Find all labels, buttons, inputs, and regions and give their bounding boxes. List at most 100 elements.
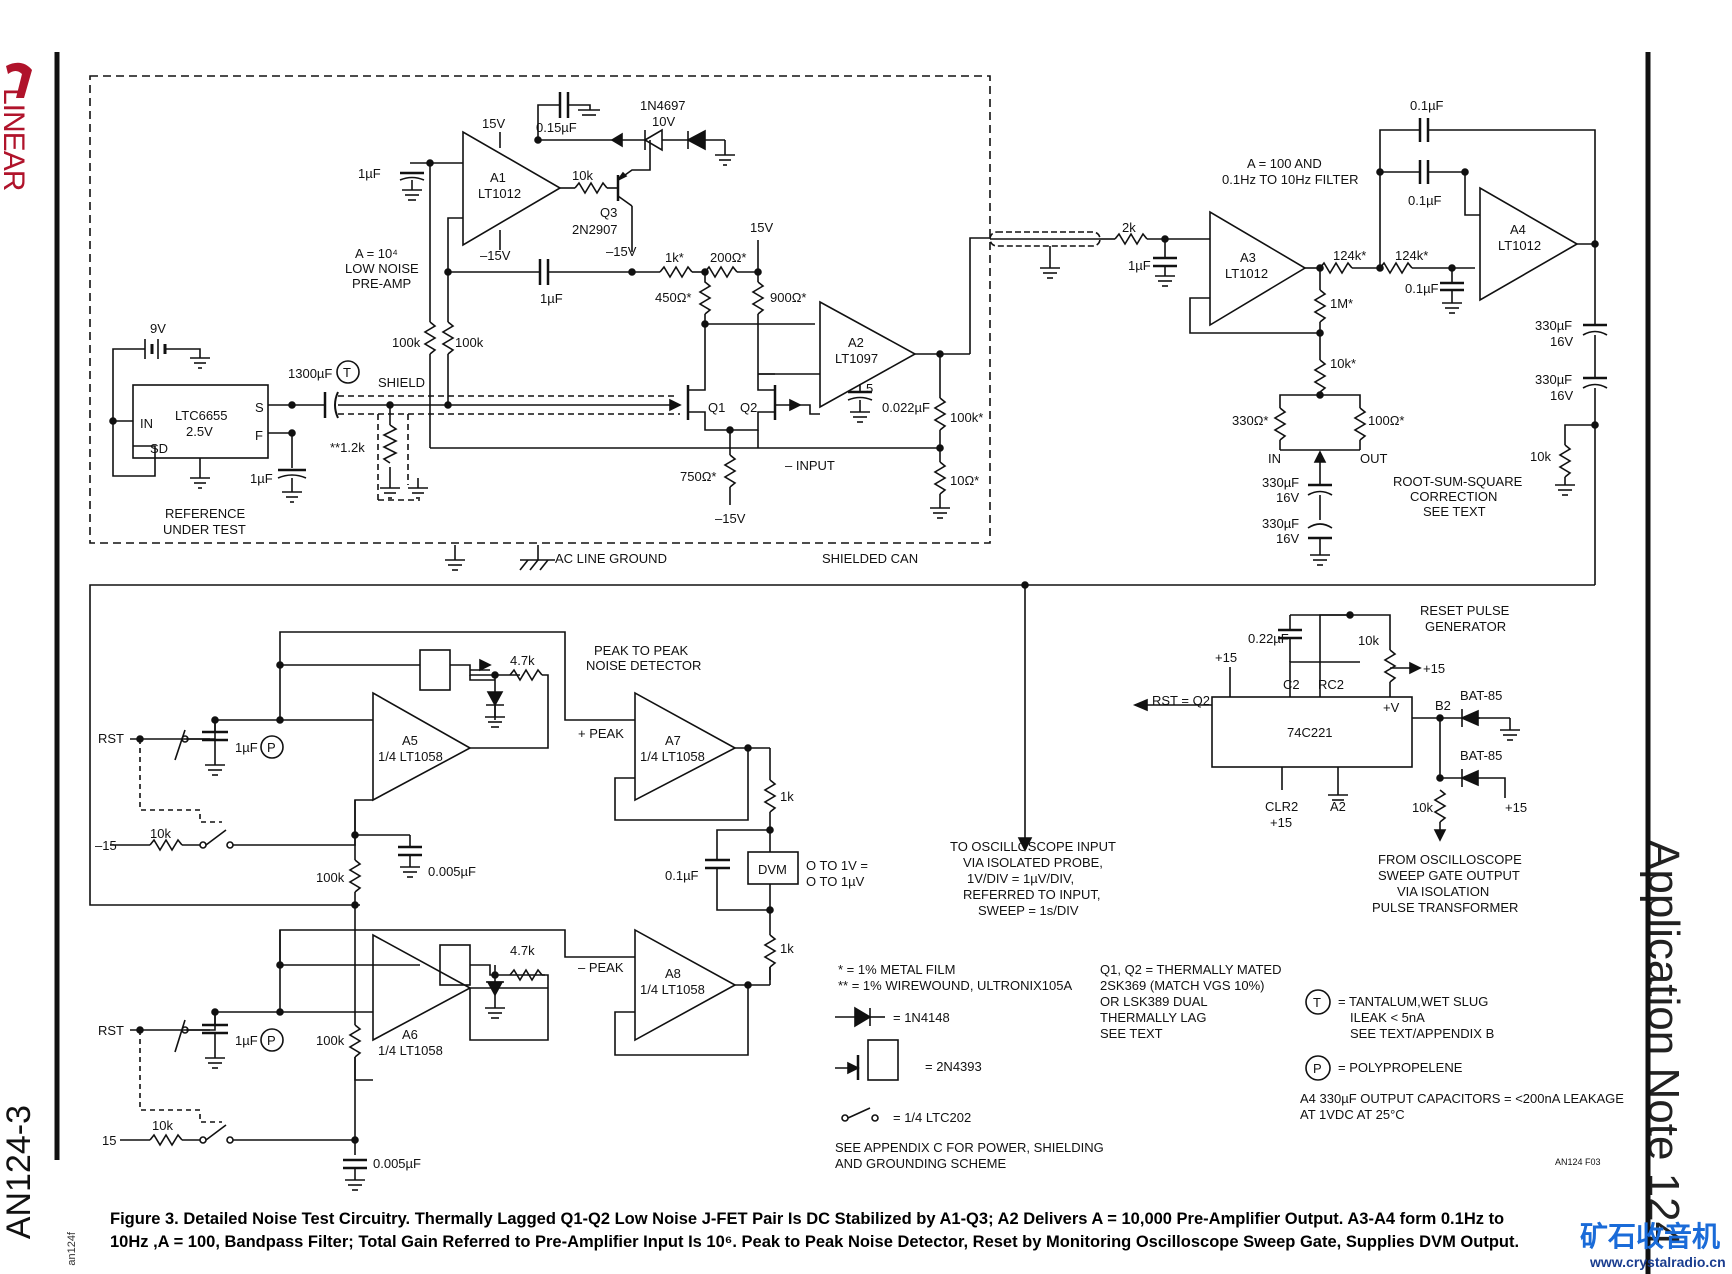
schematic-path <box>382 424 398 464</box>
schematic-polyline <box>354 1057 373 1081</box>
r100k-c: 100k <box>316 870 345 885</box>
schematic-polyline <box>279 665 373 721</box>
filt-l2: 0.1Hz TO 10Hz FILTER <box>1222 172 1359 187</box>
schematic-circle <box>871 1114 879 1122</box>
schematic-polyline <box>568 104 591 110</box>
pin-c2: C2 <box>1283 677 1300 692</box>
schematic-polyline <box>1189 297 1320 334</box>
osc4: REFERRED TO INPUT, <box>963 887 1100 902</box>
r100o: 100Ω* <box>1368 413 1404 428</box>
c330a: 330µF <box>1535 318 1572 333</box>
schematic-polyline <box>969 237 990 354</box>
dvm-block <box>747 851 799 885</box>
a1-part: LT1012 <box>478 186 521 201</box>
c1u-b: 1µF <box>540 291 563 306</box>
a4n2: AT 1VDC AT 25°C <box>1300 1107 1405 1122</box>
schematic-polyline <box>469 974 549 1041</box>
schematic-polyline <box>139 1030 222 1123</box>
schematic-path <box>399 176 425 181</box>
r450: 450Ω* <box>655 290 691 305</box>
schematic-line <box>519 559 529 571</box>
c1u-d: 1µF <box>1128 258 1151 273</box>
schematic-path <box>574 181 608 195</box>
schematic-path <box>698 272 712 315</box>
schematic-polygon <box>486 691 504 707</box>
a8-part: 1/4 LT1058 <box>640 982 705 997</box>
r124b: 124k* <box>1395 248 1428 263</box>
schematic-circle <box>199 841 207 849</box>
schematic-circle <box>109 417 117 425</box>
p15c: +15 <box>1505 800 1527 815</box>
n4: = 2N4393 <box>925 1059 982 1074</box>
schematic-polygon <box>1460 769 1479 787</box>
a2-name: A2 <box>848 335 864 350</box>
schematic-path <box>704 265 738 279</box>
schematic-polygon <box>854 1006 872 1028</box>
pin-b2: B2 <box>1435 698 1451 713</box>
schematic-circle <box>754 268 762 276</box>
schematic-path <box>348 1024 362 1058</box>
neg15b: –15 <box>95 838 117 853</box>
schematic-line <box>539 559 549 571</box>
q2-label: Q2 <box>740 400 757 415</box>
schematic-polyline <box>716 868 770 911</box>
c0022: 0.022µF <box>882 400 930 415</box>
r100k-d: 100k <box>316 1033 345 1048</box>
rst-b: RST <box>98 1023 124 1038</box>
schematic-rect <box>419 649 451 691</box>
schematic-circle <box>491 671 499 679</box>
neg15: –15V <box>715 511 746 526</box>
a5-part: 1/4 LT1058 <box>378 749 443 764</box>
schematic-path <box>1307 523 1333 529</box>
osc3: 1V/DIV = 1µV/DIV, <box>967 871 1074 886</box>
r900: 900Ω* <box>770 290 806 305</box>
c330d: 330µF <box>1262 516 1299 531</box>
schematic-polygon <box>847 1061 860 1075</box>
a2-part: LT1097 <box>835 351 878 366</box>
c0005b: 0.005µF <box>373 1156 421 1171</box>
p15a: +15 <box>1215 650 1237 665</box>
t3: SEE TEXT/APPENDIX B <box>1350 1026 1494 1041</box>
c1u-e: 1µF <box>235 740 258 755</box>
legend-p-letter: P <box>1313 1061 1322 1076</box>
a4-name: A4 <box>1510 222 1526 237</box>
schematic-polyline <box>112 421 156 477</box>
shielded-can: SHIELDED CAN <box>822 551 918 566</box>
schematic-path <box>763 934 777 968</box>
r10k-s: 10k* <box>1330 356 1356 371</box>
polypropylene-marker-2 <box>260 1028 284 1052</box>
schematic-polyline <box>89 584 1595 906</box>
r10k-a: 10k <box>150 826 171 841</box>
schematic-path <box>1582 383 1608 389</box>
schematic-polyline <box>165 348 201 358</box>
q3-neg: –15V <box>606 244 637 259</box>
gain-l2: LOW NOISE <box>345 261 419 276</box>
dvm-label: DVM <box>758 862 787 877</box>
r750: 750Ω* <box>680 469 716 484</box>
c1u-c: 1µF <box>250 471 273 486</box>
schematic-path <box>763 779 777 813</box>
a6-name: A6 <box>402 1027 418 1042</box>
ac-ground: AC LINE GROUND <box>555 551 667 566</box>
opamp-a3 <box>1209 210 1307 327</box>
bat2: BAT-85 <box>1460 748 1502 763</box>
dvm2: O TO 1µV <box>806 874 865 889</box>
a1-supply-label: 15V <box>482 116 505 131</box>
from4: PULSE TRANSFORMER <box>1372 900 1518 915</box>
schematic-polyline <box>1564 424 1595 445</box>
opamp-a4 <box>1479 186 1579 302</box>
c1300: 1300µF <box>288 366 332 381</box>
schematic-path <box>423 321 437 355</box>
schematic-polygon <box>1433 829 1447 842</box>
gain-l3: PRE-AMP <box>352 276 411 291</box>
watermark-text: 矿石收音机 <box>1580 1221 1721 1252</box>
a7-part: 1/4 LT1058 <box>640 749 705 764</box>
pk1: PEAK TO PEAK <box>594 643 689 658</box>
rss1: ROOT-SUM-SQUARE <box>1393 474 1523 489</box>
schematic-circle <box>444 401 452 409</box>
schematic-polyline <box>469 675 495 681</box>
q1e: SEE TEXT <box>1100 1026 1163 1041</box>
watermark-url: www.crystalradio.cn <box>1590 1254 1726 1270</box>
schematic-polyline <box>688 411 706 420</box>
r47a: 4.7k <box>510 653 535 668</box>
